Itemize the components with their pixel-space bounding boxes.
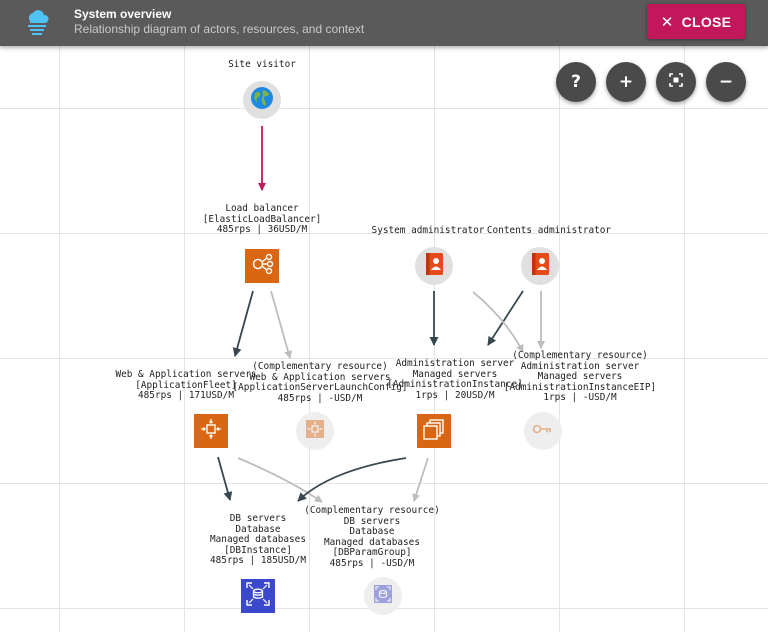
node-admin-server-eip[interactable] xyxy=(524,412,562,450)
label-line: 485rps | 36USD/M xyxy=(216,224,308,236)
header-bar: System overview Relationship diagram of … xyxy=(0,0,768,46)
cloud-stack-icon xyxy=(22,7,52,37)
node-label-web-app-servers: Web & Application servers [ApplicationFl… xyxy=(115,369,257,402)
node-web-app-servers[interactable] xyxy=(194,414,228,448)
node-label-system-admin: System administrator xyxy=(371,225,485,237)
diagram-canvas[interactable] xyxy=(0,46,768,632)
label-line: (Complementary resource) xyxy=(252,361,388,372)
label-line: [ApplicationFleet] xyxy=(135,379,237,391)
node-web-app-launch-config[interactable] xyxy=(296,412,334,450)
load-balancer-icon xyxy=(249,251,275,282)
close-button[interactable]: ✕ CLOSE xyxy=(647,4,745,39)
label-line: (Complementary resource) xyxy=(512,350,648,361)
label-line: DB servers xyxy=(229,513,287,524)
label-line: Contents administrator xyxy=(486,225,612,236)
label-line: 1rps | -USD/M xyxy=(543,392,617,404)
label-line: [ElasticLoadBalancer] xyxy=(202,213,322,225)
label-line: Managed servers xyxy=(412,368,498,380)
label-line: Site visitor xyxy=(228,59,296,70)
label-line: DB servers xyxy=(343,515,401,527)
fit-screen-icon xyxy=(669,72,683,92)
help-button[interactable]: ? xyxy=(556,62,596,102)
page-title: System overview xyxy=(74,7,172,21)
label-line: Database xyxy=(349,526,395,538)
edge-loadbalancer-to-webapp xyxy=(232,290,254,357)
node-system-admin[interactable] xyxy=(415,247,453,285)
zoom-in-button[interactable]: + xyxy=(606,62,646,102)
label-line: [ApplicationServerLaunchConfig] xyxy=(232,382,408,394)
rds-database-icon xyxy=(245,581,271,612)
node-label-site-visitor: Site visitor xyxy=(228,59,296,71)
node-label-admin-server-eip: (Complementary resource) Administration … xyxy=(503,350,657,404)
node-site-visitor[interactable] xyxy=(243,81,281,119)
page-subtitle: Relationship diagram of actors, resource… xyxy=(74,22,365,36)
close-icon: ✕ xyxy=(660,13,674,31)
close-button-label: CLOSE xyxy=(681,13,732,30)
label-line: [AdministrationInstance] xyxy=(387,379,523,391)
node-db-param-group[interactable] xyxy=(364,577,402,615)
fit-screen-button[interactable] xyxy=(656,62,696,102)
db-param-group-icon xyxy=(372,583,394,610)
node-admin-server[interactable] xyxy=(417,414,451,448)
label-line: [AdministrationInstanceEIP] xyxy=(503,381,657,393)
edge-adminserver-to-dbparam xyxy=(412,457,429,502)
label-line: 485rps | 185USD/M xyxy=(210,555,306,567)
elastic-ip-icon xyxy=(532,422,554,441)
label-line: [DBParamGroup] xyxy=(332,547,412,559)
node-db-servers[interactable] xyxy=(241,579,275,613)
edge-webapp-to-db xyxy=(217,456,233,501)
node-contents-admin[interactable] xyxy=(521,247,559,285)
label-line: [DBInstance] xyxy=(224,544,292,556)
node-load-balancer[interactable] xyxy=(245,249,279,283)
node-label-web-app-launch-config: (Complementary resource) Web & Applicati… xyxy=(232,361,408,404)
auto-scaling-icon xyxy=(199,417,223,446)
admin-user-icon xyxy=(423,252,445,281)
edge-loadbalancer-to-launchconfig xyxy=(270,290,292,359)
label-line: (Complementary resource) xyxy=(304,505,440,516)
label-line: Web & Application servers xyxy=(115,369,257,380)
label-line: Managed servers xyxy=(537,371,623,383)
edge-adminserver-to-db xyxy=(297,457,407,502)
node-label-db-param-group: (Complementary resource) DB servers Data… xyxy=(304,505,440,570)
globe-icon xyxy=(250,86,274,115)
zoom-out-button[interactable]: − xyxy=(706,62,746,102)
label-line: Database xyxy=(235,523,281,535)
label-line: Administration server xyxy=(395,358,515,369)
node-label-load-balancer: Load balancer [ElasticLoadBalancer] 485r… xyxy=(202,203,322,236)
admin-user-icon xyxy=(529,252,551,281)
label-line: 485rps | -USD/M xyxy=(277,392,363,404)
label-line: Web & Application servers xyxy=(249,371,391,383)
edge-sysadmin-to-eip xyxy=(472,291,524,353)
label-line: Load balancer xyxy=(225,203,299,214)
label-line: 485rps | -USD/M xyxy=(329,557,415,569)
label-line: 1rps | 20USD/M xyxy=(415,389,495,401)
node-label-db-servers: DB servers Database Managed databases [D… xyxy=(210,513,306,567)
label-line: System administrator xyxy=(371,225,485,236)
ec2-instances-icon xyxy=(422,417,446,446)
label-line: Managed databases xyxy=(210,534,306,546)
edge-webapp-to-dbparam xyxy=(237,457,323,503)
edge-contentsadmin-to-adminserver xyxy=(487,290,524,346)
launch-config-icon xyxy=(304,418,326,445)
label-line: Administration server xyxy=(520,360,640,372)
label-line: 485rps | 171USD/M xyxy=(138,390,234,402)
node-label-contents-admin: Contents administrator xyxy=(486,225,612,237)
label-line: Managed databases xyxy=(324,536,420,548)
node-label-admin-server: Administration server Managed servers [A… xyxy=(387,358,523,401)
